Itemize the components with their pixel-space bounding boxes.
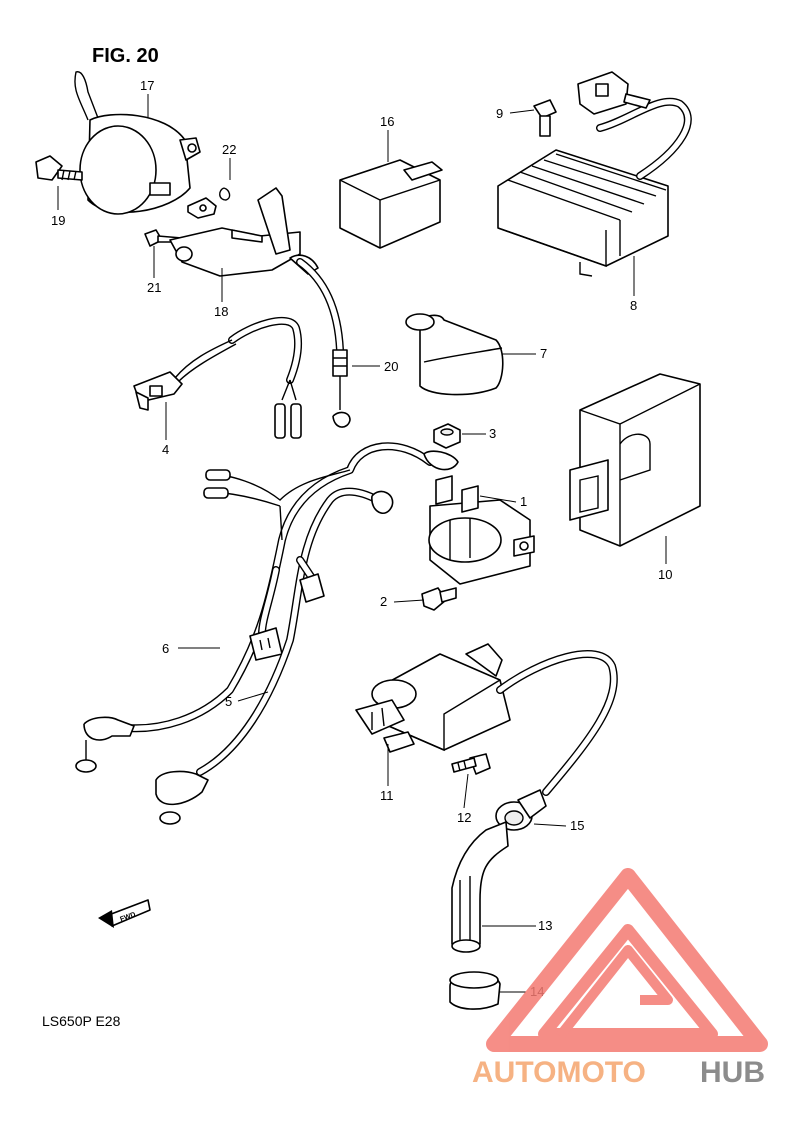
part-12 <box>451 753 491 775</box>
callout-4: 4 <box>162 442 169 457</box>
callout-20: 20 <box>384 359 398 374</box>
callout-15: 15 <box>570 818 584 833</box>
callout-5: 5 <box>225 694 232 709</box>
callout-9: 9 <box>496 106 503 121</box>
callout-1: 1 <box>520 494 527 509</box>
callout-3: 3 <box>489 426 496 441</box>
callout-22: 22 <box>222 142 236 157</box>
leader-lines <box>57 94 667 993</box>
part-5 <box>155 487 392 825</box>
part-4 <box>133 316 302 439</box>
part-16 <box>339 159 443 249</box>
callout-labels: 17 22 19 21 18 16 9 8 7 20 4 3 1 10 2 6 … <box>51 78 672 999</box>
part-7 <box>405 313 504 396</box>
callout-17: 17 <box>140 78 154 93</box>
part-1 <box>428 475 535 585</box>
part-11 <box>355 643 618 796</box>
model-code: LS650P E28 <box>42 1013 121 1029</box>
callout-19: 19 <box>51 213 65 228</box>
callout-6: 6 <box>162 641 169 656</box>
part-8 <box>497 71 692 277</box>
part-10 <box>569 373 701 547</box>
callout-7: 7 <box>540 346 547 361</box>
callout-11: 11 <box>380 788 394 803</box>
callout-18: 18 <box>214 304 228 319</box>
part-14 <box>449 971 501 1010</box>
figure-title: FIG. 20 <box>92 45 159 67</box>
part-2 <box>421 587 457 611</box>
part-3 <box>433 423 461 449</box>
part-17 <box>74 71 201 215</box>
part-18 <box>169 187 319 277</box>
part-9 <box>533 99 557 137</box>
part-13 <box>451 821 509 953</box>
fwd-marker: FWD <box>98 899 151 928</box>
part-20 <box>296 258 351 428</box>
watermark-logo <box>486 868 768 1052</box>
harness-branch <box>203 450 459 541</box>
callout-8: 8 <box>630 298 637 313</box>
callout-10: 10 <box>658 567 672 582</box>
callout-16: 16 <box>380 114 394 129</box>
part-19 <box>35 155 83 181</box>
callout-21: 21 <box>147 280 161 295</box>
watermark-text-part2: HUB <box>700 1056 765 1089</box>
callout-12: 12 <box>457 810 471 825</box>
callout-2: 2 <box>380 594 387 609</box>
watermark-text: AUTOMOTO HUB <box>472 1056 765 1089</box>
part-6 <box>75 442 434 773</box>
part-22 <box>187 187 231 219</box>
callout-13: 13 <box>538 918 552 933</box>
watermark-text-part1: AUTOMOTO <box>472 1056 646 1089</box>
